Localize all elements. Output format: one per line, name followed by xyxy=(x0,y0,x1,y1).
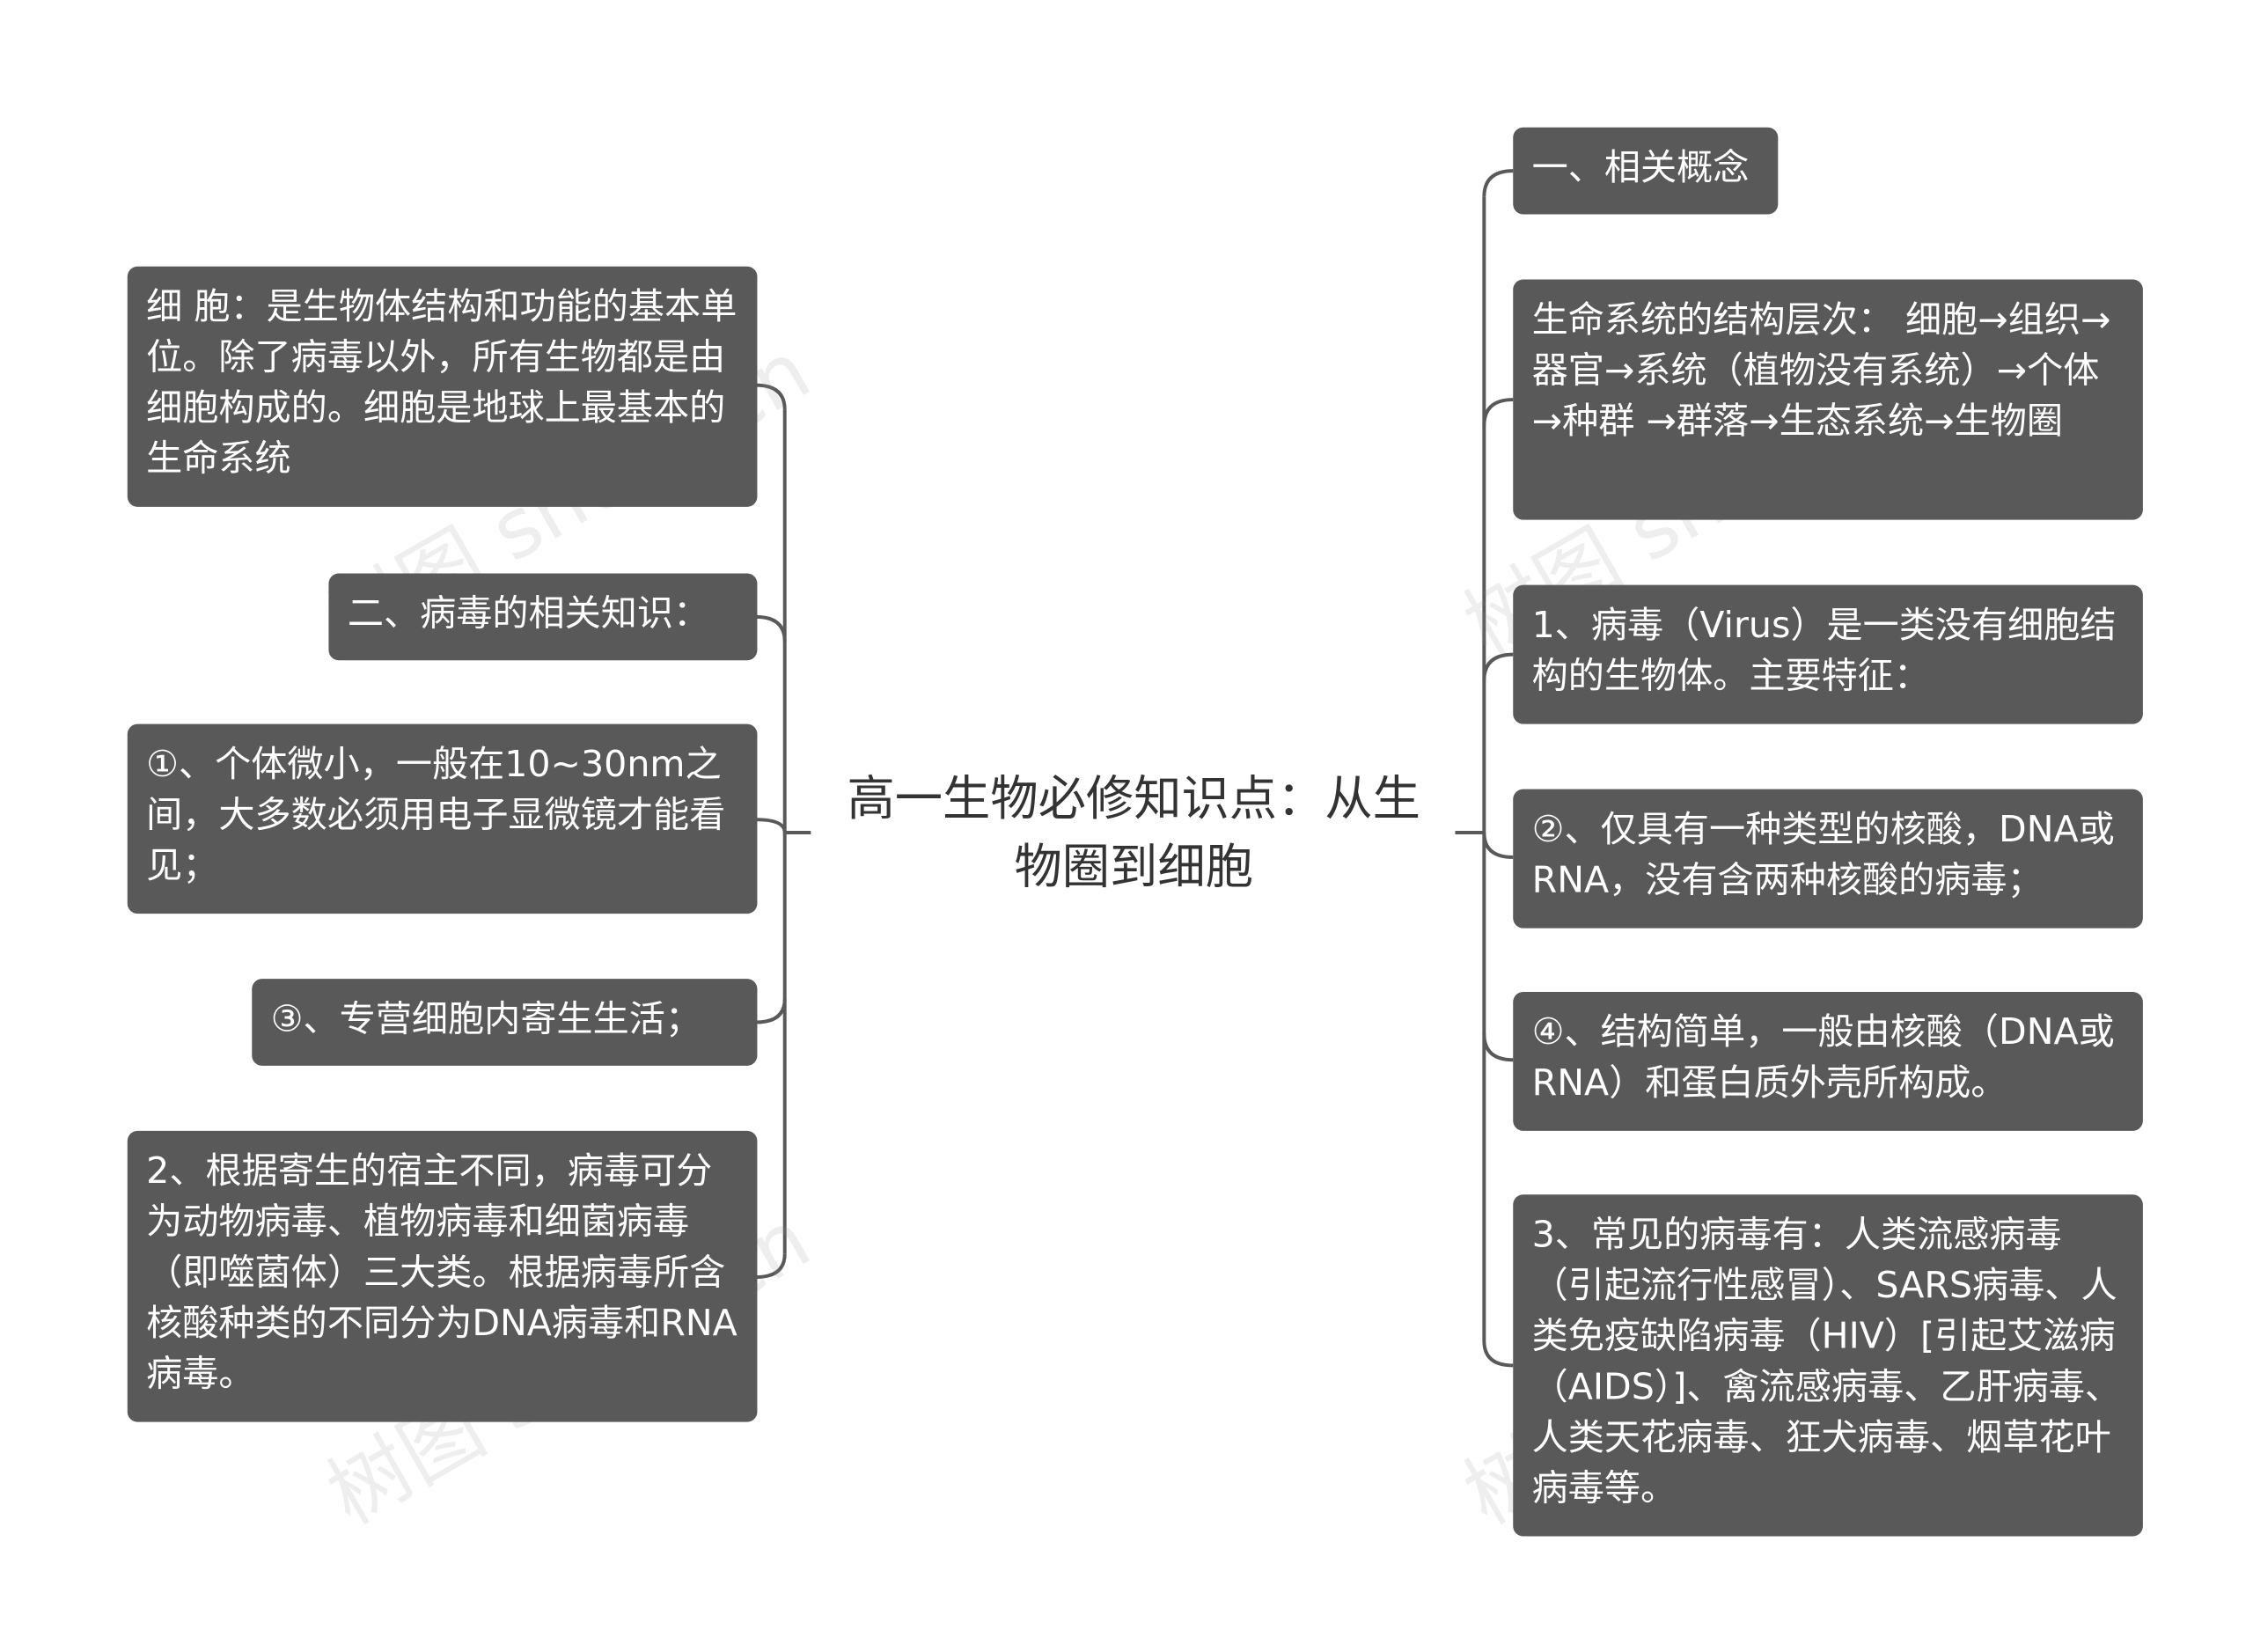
root-topic[interactable]: 高一生物必修知识点：从生物圈到细胞 xyxy=(847,770,1420,895)
connector-left-4 xyxy=(755,999,787,1024)
left-node-virus-classification[interactable]: 2、根据寄生的宿主不同，病毒可分为动物病毒、植物病毒和细菌病毒（即噬菌体）三大类… xyxy=(127,1130,758,1422)
connector-left-3 xyxy=(755,818,787,833)
right-node-common-viruses[interactable]: 3、常见的病毒有：人类流感病毒（引起流行性感冒）、SARS病毒、人类免疫缺陷病毒… xyxy=(1513,1194,2143,1537)
right-node-nucleic-acid[interactable]: ②、仅具有一种类型的核酸，DNA或RNA，没有含两种核酸的病毒； xyxy=(1513,789,2143,929)
left-node-parasitic[interactable]: ③、专营细胞内寄生生活； xyxy=(252,979,758,1066)
left-node-cell-definition[interactable]: 细 胞：是生物体结构和功能的基本单位。除了病毒以外，所有生物都是由细胞构成的。细… xyxy=(127,266,758,507)
connector-right-3 xyxy=(1482,652,1514,681)
connector-right-5 xyxy=(1482,1033,1514,1062)
connector-left-1 xyxy=(755,383,787,410)
connector-right-4 xyxy=(1482,832,1514,859)
right-node-concepts[interactable]: 一、相关概念 xyxy=(1513,127,1779,215)
left-node-virus-knowledge[interactable]: 二、病毒的相关知识： xyxy=(328,573,758,661)
connector-right-2 xyxy=(1482,398,1514,426)
left-node-virus-size[interactable]: ①、个体微小，一般在10~30nm之间，大多数必须用电子显微镜才能看见； xyxy=(127,723,758,914)
connector-left-5 xyxy=(755,1253,787,1280)
right-node-virus-definition[interactable]: 1、病毒（Virus）是一类没有细胞结构的生物体。主要特征： xyxy=(1513,584,2143,724)
right-node-life-levels[interactable]: 生命系统的结构层次： 细胞→组织→器官→系统（植物没有系统）→个体→种群 →群落… xyxy=(1513,279,2143,520)
connector-right-6 xyxy=(1482,1340,1514,1368)
connector-right-1 xyxy=(1482,169,1514,197)
right-node-structure[interactable]: ④、结构简单，一般由核酸（DNA或RNA）和蛋白质外壳所构成。 xyxy=(1513,991,2143,1131)
connector-left-2 xyxy=(755,614,787,642)
